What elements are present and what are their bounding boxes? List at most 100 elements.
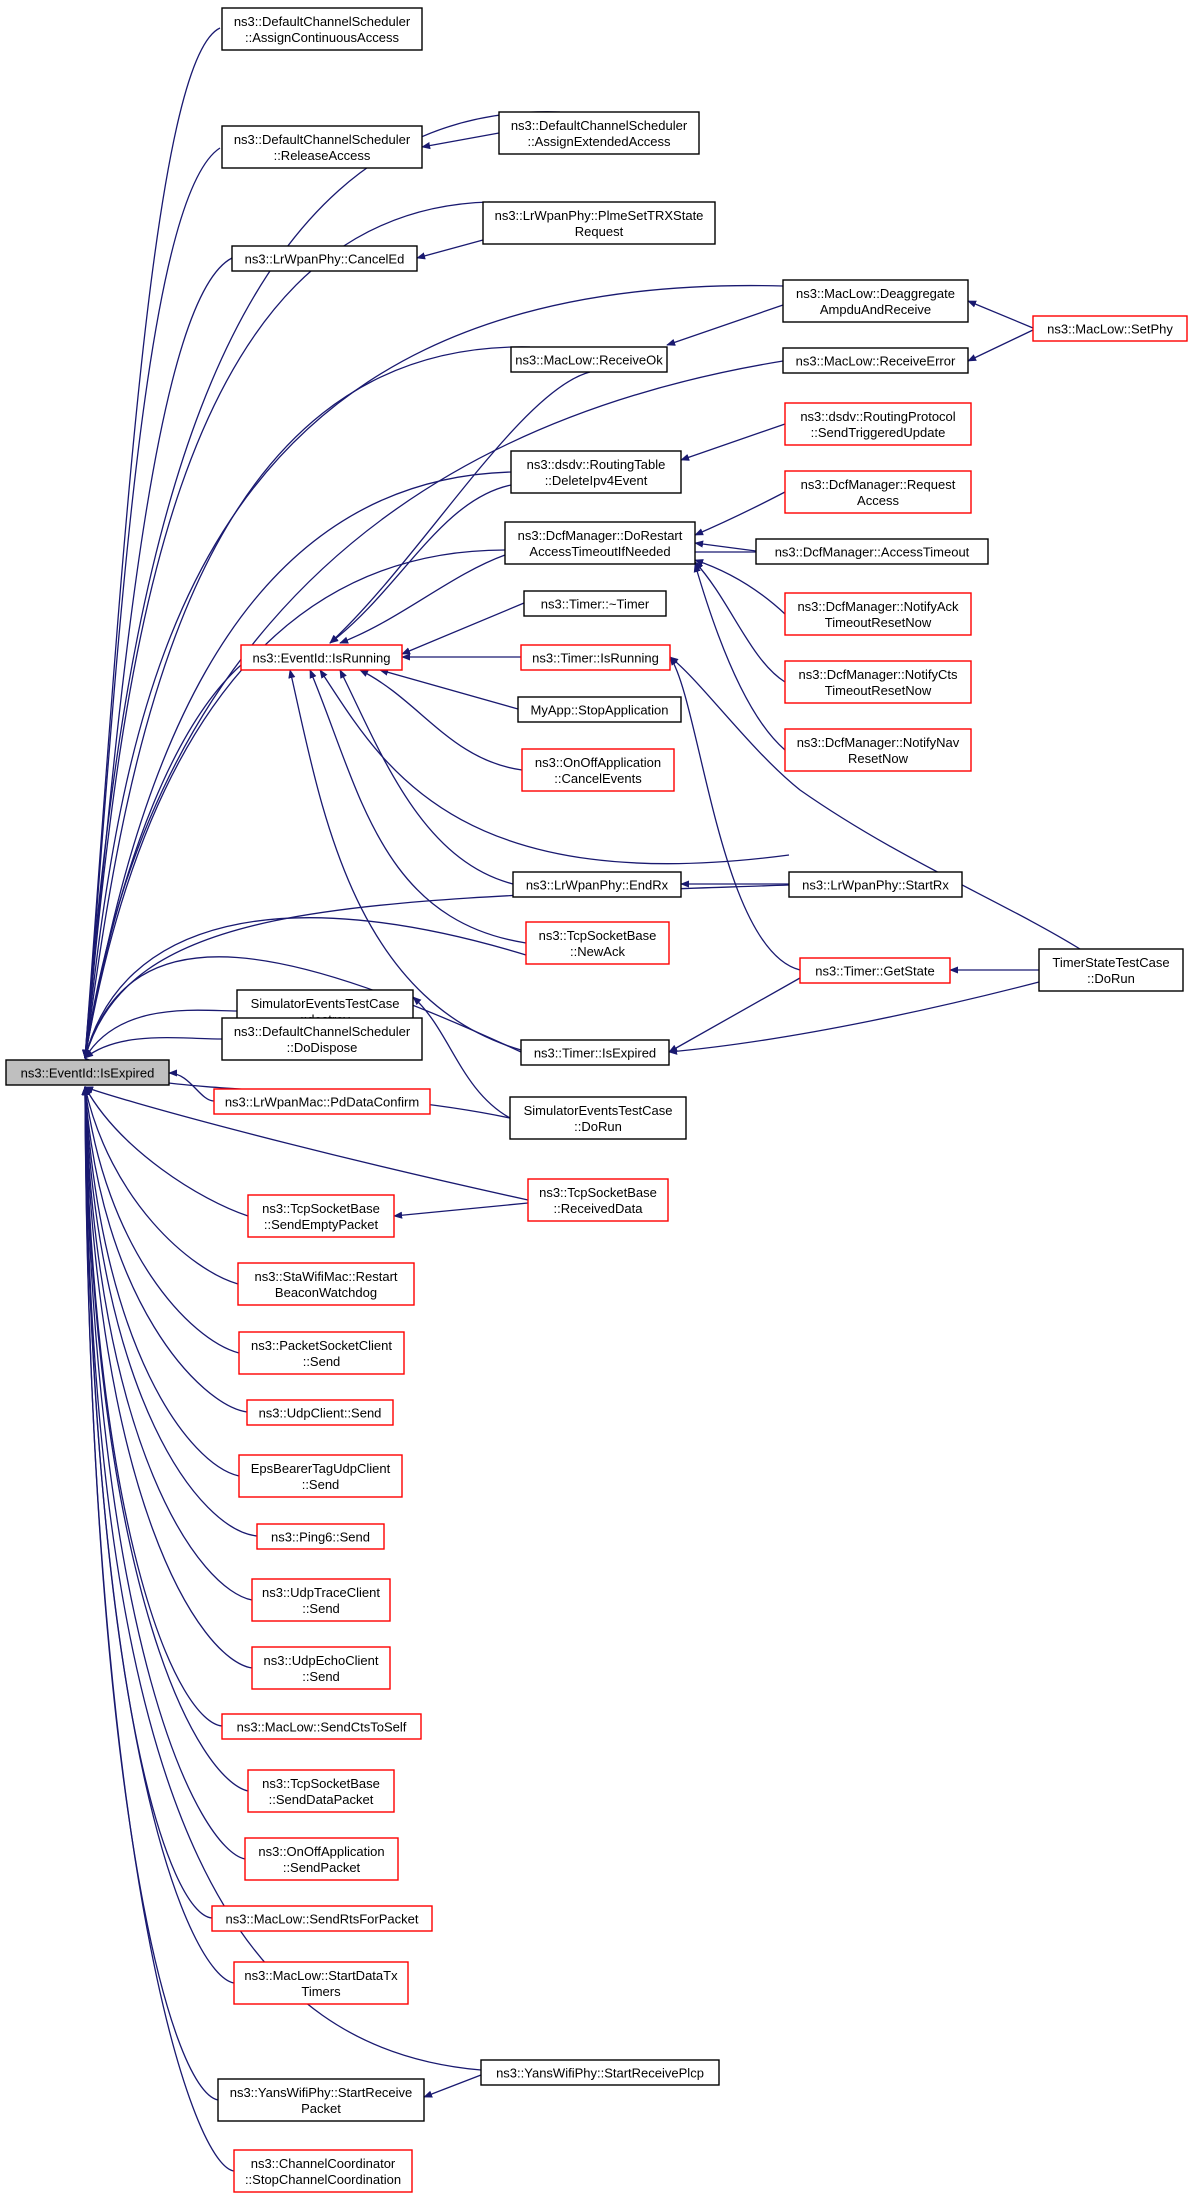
node-label: ns3::MacLow::StartDataTx [244, 1968, 398, 1983]
function-node-tcp-received[interactable]: ns3::TcpSocketBase::ReceivedData [527, 1178, 669, 1222]
call-edge [81, 1086, 246, 1860]
function-node-dcf-dorestart[interactable]: ns3::DcfManager::DoRestartAccessTimeoutI… [504, 521, 696, 565]
call-edge [668, 977, 801, 1053]
node-label: ns3::LrWpanPhy::CancelEd [245, 252, 405, 267]
function-node-timer-isexpired[interactable]: ns3::Timer::IsExpired [520, 1039, 670, 1066]
node-label: ns3::EventId::IsRunning [252, 651, 390, 666]
function-node-tcp-senddata[interactable]: ns3::TcpSocketBase::SendDataPacket [247, 1769, 395, 1813]
function-node-myapp-stop[interactable]: MyApp::StopApplication [517, 696, 682, 723]
function-node-dcs-release[interactable]: ns3::DefaultChannelScheduler::ReleaseAcc… [221, 125, 423, 169]
function-node-dcf-notifycts[interactable]: ns3::DcfManager::NotifyCtsTimeoutResetNo… [784, 660, 972, 704]
graph-edges [81, 27, 1081, 2172]
call-edge [421, 132, 500, 150]
function-node-dcf-notifyack[interactable]: ns3::DcfManager::NotifyAckTimeoutResetNo… [784, 592, 972, 636]
node-box [240, 644, 403, 671]
function-node-ping6-send[interactable]: ns3::Ping6::Send [256, 1523, 385, 1550]
function-node-dcs-assign-cont[interactable]: ns3::DefaultChannelScheduler::AssignCont… [221, 7, 423, 51]
function-node-epsbearer-send[interactable]: EpsBearerTagUdpClient::Send [238, 1454, 403, 1498]
function-node-dsdv-delete[interactable]: ns3::dsdv::RoutingTable::DeleteIpv4Event [510, 450, 682, 494]
node-box [755, 538, 989, 565]
call-edge [668, 981, 1040, 1055]
call-edge [82, 471, 512, 1059]
node-label: ns3::YansWifiPhy::StartReceivePlcp [496, 2066, 704, 2081]
function-node-dcs-dodispose[interactable]: ns3::DefaultChannelScheduler::DoDispose [221, 1017, 423, 1061]
call-edge [83, 917, 527, 1059]
node-label: ns3::MacLow::SetPhy [1047, 322, 1173, 337]
node-label: ::SendPacket [283, 1860, 361, 1875]
node-box [521, 748, 675, 792]
function-node-dsdv-sendtrig[interactable]: ns3::dsdv::RoutingProtocol::SendTriggere… [784, 402, 972, 446]
function-node-lrwpan-endrx[interactable]: ns3::LrWpanPhy::EndRx [512, 871, 682, 898]
node-label: Packet [301, 2101, 341, 2116]
function-node-tcp-sendempty[interactable]: ns3::TcpSocketBase::SendEmptyPacket [247, 1194, 395, 1238]
function-node-maclow-sendrts[interactable]: ns3::MacLow::SendRtsForPacket [211, 1905, 433, 1932]
function-node-timer-getstate[interactable]: ns3::Timer::GetState [799, 957, 951, 984]
call-edge [168, 1069, 215, 1102]
function-node-lrwpan-startrx[interactable]: ns3::LrWpanPhy::StartRx [788, 871, 963, 898]
call-edge [680, 423, 786, 461]
function-node-dcs-assign-ext[interactable]: ns3::DefaultChannelScheduler::AssignExte… [498, 111, 700, 155]
node-box [512, 871, 682, 898]
node-label: Access [857, 493, 899, 508]
function-node-maclow-receiveerror[interactable]: ns3::MacLow::ReceiveError [782, 347, 969, 374]
function-node-tcp-newack[interactable]: ns3::TcpSocketBase::NewAck [525, 921, 670, 965]
function-node-root[interactable]: ns3::EventId::IsExpired [5, 1059, 170, 1086]
call-edge [339, 669, 514, 885]
function-node-yans-startplcp[interactable]: ns3::YansWifiPhy::StartReceivePlcp [480, 2059, 720, 2086]
node-box [211, 1905, 433, 1932]
call-edge [81, 1086, 240, 1477]
node-label: ns3::Timer::GetState [815, 964, 934, 979]
node-box [510, 450, 682, 494]
call-edge [416, 239, 484, 260]
node-box [788, 871, 963, 898]
call-edge [82, 257, 233, 1059]
call-edge [81, 1086, 223, 1727]
call-edge [82, 549, 506, 1059]
node-label: ns3::dsdv::RoutingProtocol [800, 409, 955, 424]
call-edge [339, 554, 506, 644]
node-box [221, 1017, 423, 1061]
node-box [784, 660, 972, 704]
function-node-packetsocket-send[interactable]: ns3::PacketSocketClient::Send [238, 1331, 405, 1375]
function-node-udpecho-send[interactable]: ns3::UdpEchoClient::Send [251, 1646, 391, 1690]
call-edge [84, 1086, 529, 1201]
node-box [221, 125, 423, 169]
function-node-dcf-accesstimeout[interactable]: ns3::DcfManager::AccessTimeout [755, 538, 989, 565]
node-label: ns3::DcfManager::DoRestart [518, 528, 683, 543]
call-edge [83, 1086, 239, 1285]
node-label: ::SendEmptyPacket [264, 1217, 379, 1232]
call-edge [666, 304, 784, 346]
function-node-maclow-sendcts[interactable]: ns3::MacLow::SendCtsToSelf [221, 1713, 422, 1740]
call-edge [693, 563, 786, 751]
function-node-udpclient-send[interactable]: ns3::UdpClient::Send [246, 1399, 394, 1426]
call-edge [694, 559, 786, 615]
function-node-onoff-cancel[interactable]: ns3::OnOffApplication::CancelEvents [521, 748, 675, 792]
function-node-timer-isrunning[interactable]: ns3::Timer::IsRunning [520, 644, 671, 671]
function-node-lrwpanmac-pd[interactable]: ns3::LrWpanMac::PdDataConfirm [213, 1088, 431, 1115]
function-node-simevents-dorun[interactable]: SimulatorEventsTestCase::DoRun [509, 1096, 687, 1140]
function-node-maclow-receiveok[interactable]: ns3::MacLow::ReceiveOk [510, 346, 668, 373]
node-box [784, 402, 972, 446]
function-node-onoff-sendpacket[interactable]: ns3::OnOffApplication::SendPacket [244, 1837, 399, 1881]
function-node-chcoord-stop[interactable]: ns3::ChannelCoordinator::StopChannelCoor… [233, 2149, 413, 2193]
node-box [213, 1088, 431, 1115]
function-node-lrwpan-canceled[interactable]: ns3::LrWpanPhy::CancelEd [231, 245, 418, 272]
function-node-udptrace-send[interactable]: ns3::UdpTraceClient::Send [251, 1578, 391, 1622]
node-label: ns3::dsdv::RoutingTable [527, 457, 666, 472]
function-node-eventid-isrunning[interactable]: ns3::EventId::IsRunning [240, 644, 403, 671]
function-node-maclow-setphy[interactable]: ns3::MacLow::SetPhy [1032, 315, 1188, 342]
function-node-timerstate-dorun[interactable]: TimerStateTestCase::DoRun [1038, 948, 1184, 992]
call-edge [669, 656, 801, 971]
node-label: ns3::DcfManager::Request [801, 477, 956, 492]
function-node-timer-dtor[interactable]: ns3::Timer::~Timer [523, 590, 667, 617]
node-label: ::ReceivedData [554, 1201, 644, 1216]
node-label: SimulatorEventsTestCase [524, 1103, 673, 1118]
